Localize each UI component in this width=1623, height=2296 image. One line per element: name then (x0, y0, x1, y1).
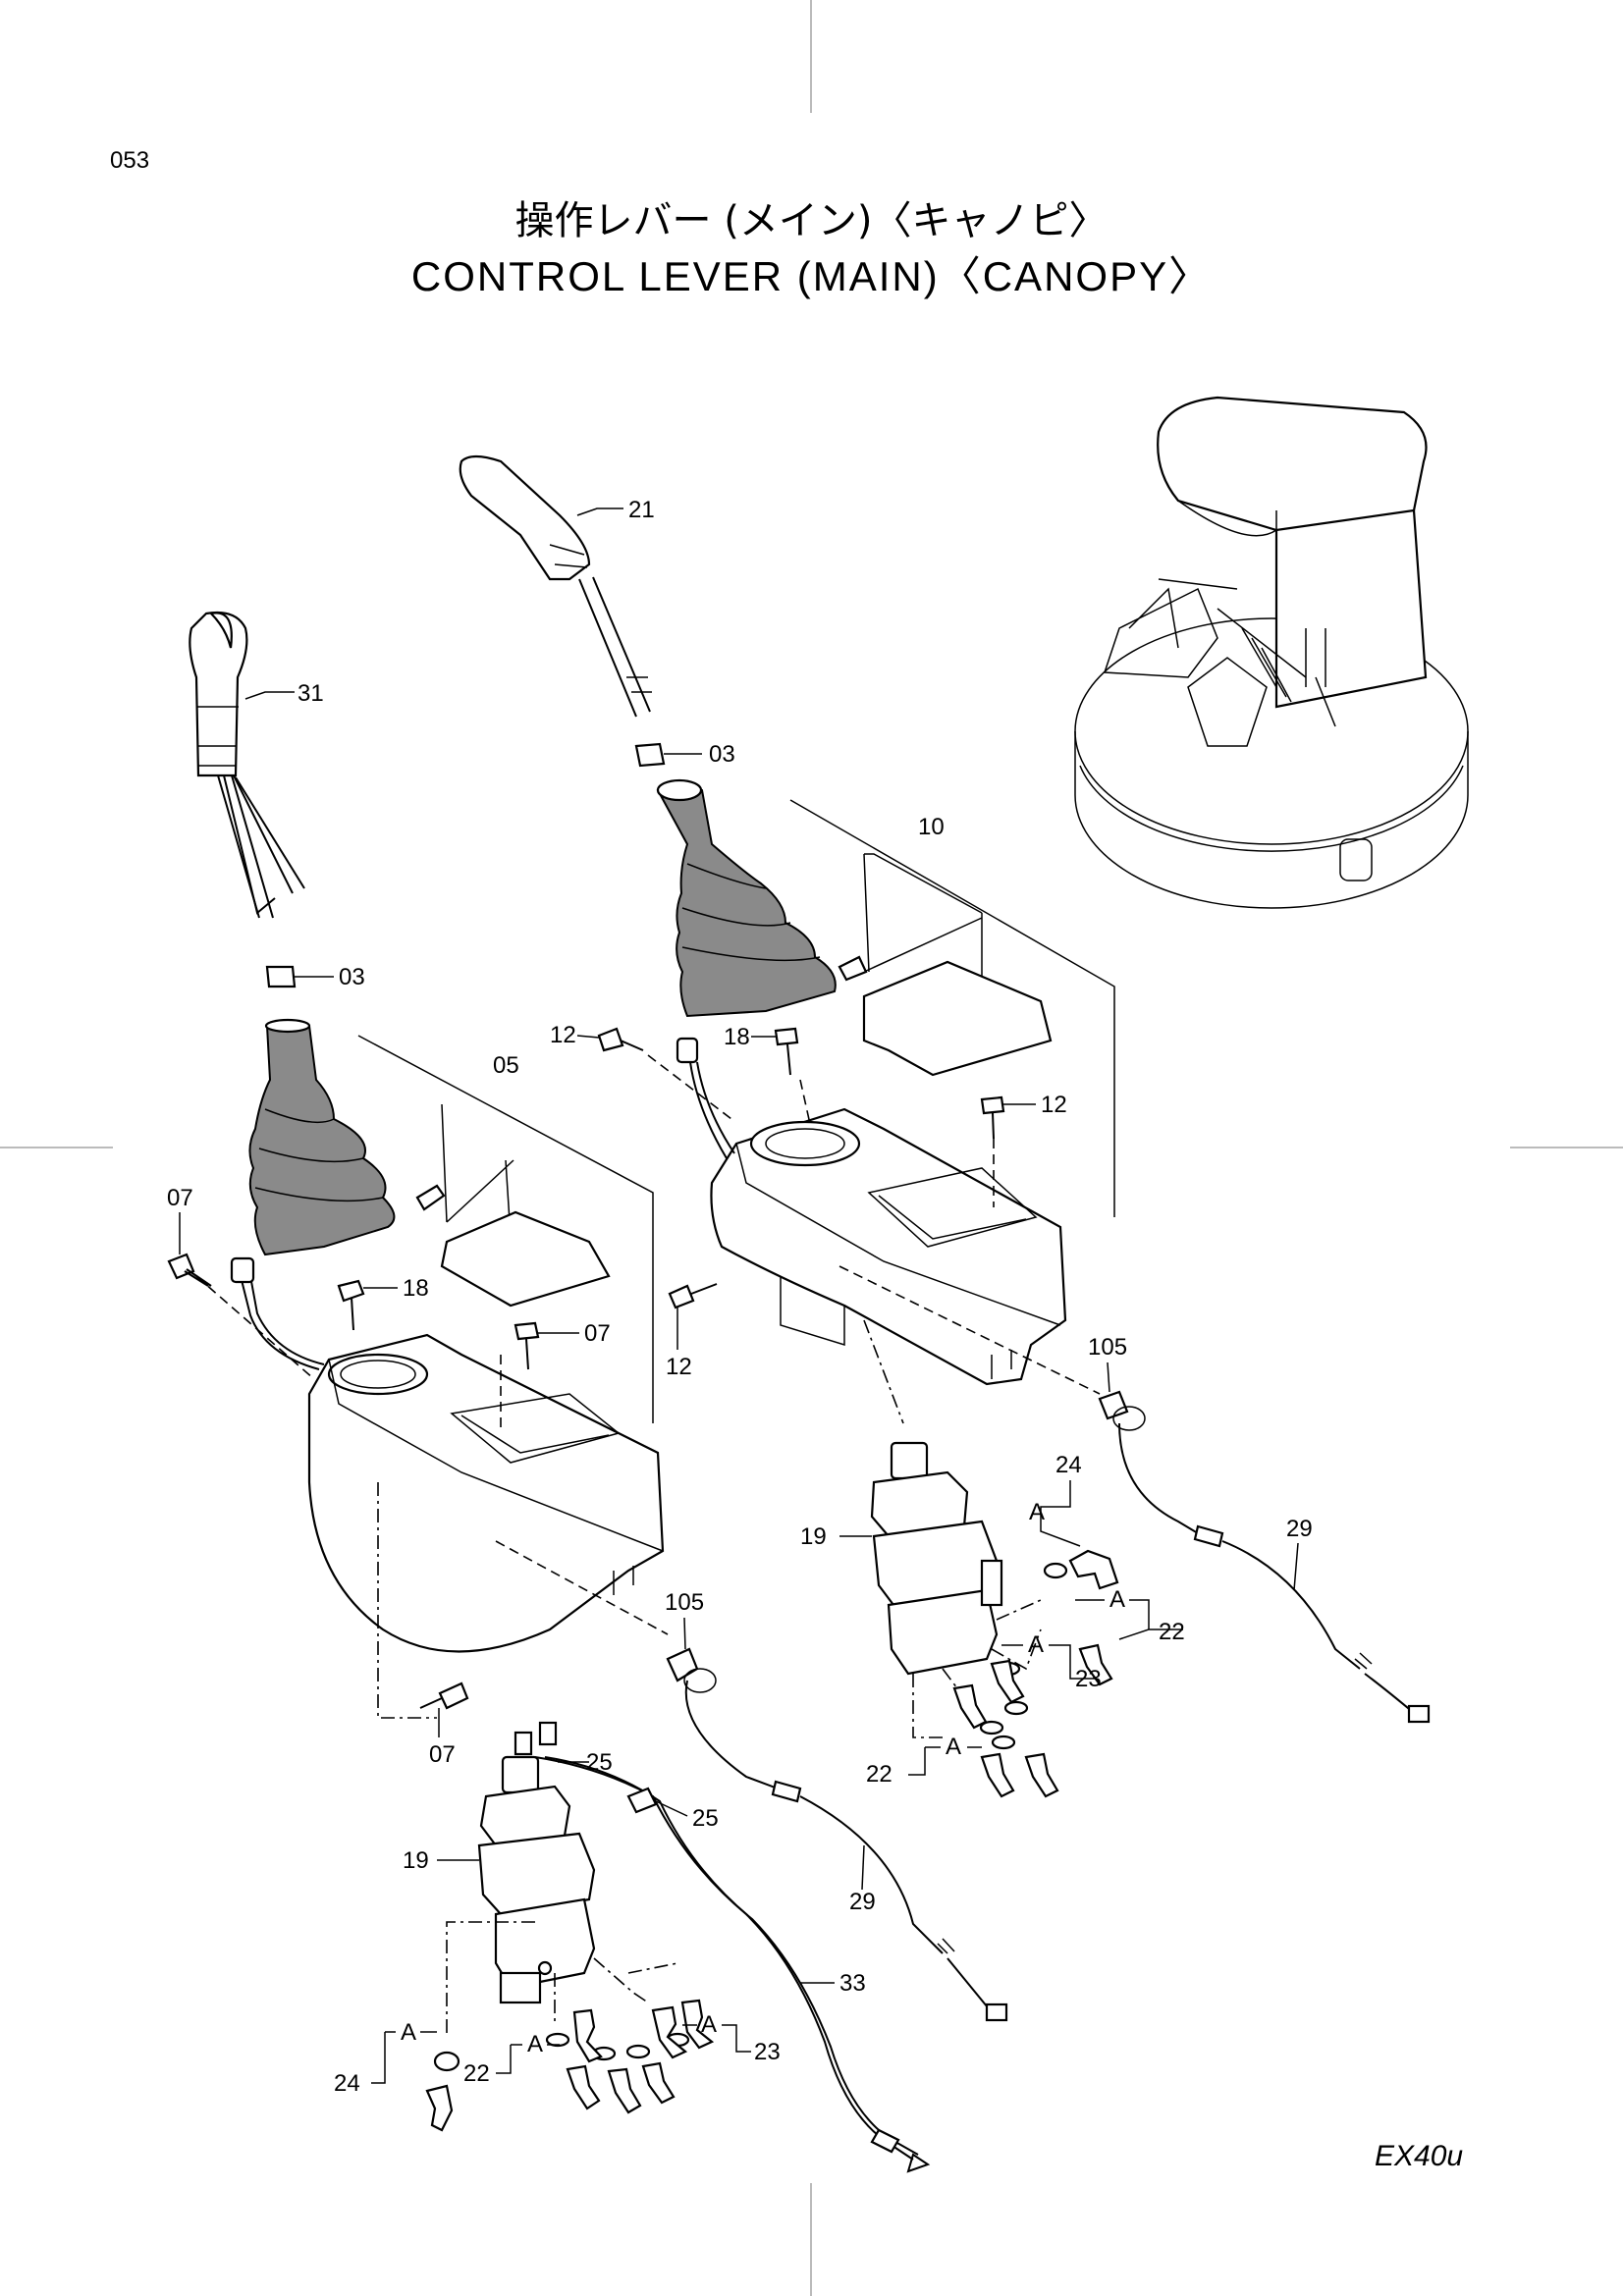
cover-plate-right (862, 960, 1053, 1077)
bolt-12-lower (668, 1283, 718, 1309)
callout-10: 10 (918, 814, 945, 840)
callout-12-lower: 12 (666, 1354, 692, 1380)
console-left (307, 1333, 665, 1653)
canopy-overview-illustration (1074, 396, 1469, 909)
nut-03-right (634, 742, 702, 768)
callout-24-right: 24 (1055, 1452, 1082, 1478)
dash-leader-left-1 (195, 1275, 315, 1380)
bolt-07-middle (514, 1321, 540, 1370)
callout-05: 05 (493, 1052, 519, 1079)
callout-A-right-3: A (1028, 1631, 1044, 1658)
callout-22-left: 22 (463, 2060, 490, 2087)
wire-harness-right-top (676, 1037, 735, 1159)
leader-05 (357, 1035, 654, 1423)
leader-10 (789, 799, 1115, 1217)
bolt-12-top (597, 1027, 644, 1052)
dash-leader-right-2 (799, 1079, 811, 1125)
callout-25-lower: 25 (692, 1805, 719, 1832)
title-english: CONTROL LEVER (MAIN)〈CANOPY〉 (410, 253, 1213, 299)
callout-07-top-left: 07 (167, 1185, 193, 1211)
bolt-07-left (167, 1253, 212, 1287)
boot-05-left (248, 1018, 396, 1256)
callout-07-bottom: 07 (429, 1741, 456, 1768)
bolt-07-bottom (419, 1682, 469, 1710)
callout-A-right-1: A (1029, 1499, 1045, 1525)
callout-12-top: 12 (550, 1022, 576, 1048)
model-code: EX40u (1375, 2140, 1464, 2172)
switch-105-left (666, 1647, 1008, 2022)
dashdot-leader-left (377, 1482, 437, 1719)
callout-22-right-2: 22 (866, 1761, 893, 1788)
bolt-12-right (980, 1095, 1005, 1140)
wire-harness-33 (514, 1721, 931, 2173)
bolt-18-left (337, 1279, 365, 1331)
clip-25-lower (626, 1787, 658, 1814)
callout-19-right: 19 (800, 1523, 827, 1550)
callout-18-left: 18 (403, 1275, 429, 1302)
callout-03-right: 03 (709, 741, 735, 768)
callout-24-left: 24 (334, 2070, 360, 2097)
callout-03-left: 03 (339, 964, 365, 990)
callout-29-right: 29 (1286, 1516, 1313, 1542)
callout-29-left: 29 (849, 1889, 876, 1915)
callout-A-left-1: A (401, 2019, 416, 2046)
callout-23-left: 23 (754, 2039, 781, 2065)
callout-07-middle: 07 (584, 1320, 611, 1347)
callout-105-right: 105 (1088, 1334, 1127, 1361)
screw-left-boot (415, 1184, 446, 1211)
pilot-valve-19-left (477, 1755, 596, 2004)
screw-right-boot (838, 955, 868, 982)
boot-10-right (656, 778, 837, 1018)
pilot-valve-19-right (870, 1441, 1003, 1676)
callouts: 21 31 03 03 10 05 12 18 12 12 07 18 07 (167, 497, 1313, 2097)
callout-33: 33 (839, 1970, 866, 1997)
dashdot-leader-right (863, 1319, 904, 1424)
callout-19-left: 19 (403, 1847, 429, 1874)
callout-105-left: 105 (665, 1589, 704, 1616)
dash-leader-left-3 (495, 1540, 669, 1635)
dash-leader-right-4 (839, 1265, 1101, 1395)
knob-21 (459, 454, 652, 718)
callout-A-right-4: A (946, 1734, 961, 1760)
switch-105-right (1098, 1390, 1431, 1724)
cover-plate-left (440, 1210, 611, 1308)
page-number: 053 (110, 147, 150, 174)
callout-21: 21 (628, 497, 655, 523)
title-japanese: 操作レバー (メイン)〈キャノピ〉 (514, 198, 1109, 243)
callout-23-right: 23 (1075, 1666, 1102, 1692)
callout-22-right-1: 22 (1159, 1619, 1185, 1645)
bolt-18-right (774, 1027, 799, 1076)
fittings-left (425, 1921, 715, 2132)
knob-31 (189, 611, 305, 919)
callout-25-top: 25 (586, 1749, 613, 1776)
callout-12-right: 12 (1041, 1092, 1067, 1118)
nut-03-left (265, 965, 334, 988)
fittings-right (912, 1549, 1119, 1798)
dash-leader-right-1 (647, 1054, 732, 1120)
callout-A-right-2: A (1109, 1586, 1125, 1613)
wire-harness-left-top (230, 1256, 325, 1370)
console-right (710, 1107, 1067, 1386)
callout-18-right: 18 (724, 1024, 750, 1050)
callout-A-left-2: A (527, 2031, 543, 2057)
callout-A-left-3: A (701, 2011, 717, 2038)
callout-31: 31 (298, 680, 324, 707)
